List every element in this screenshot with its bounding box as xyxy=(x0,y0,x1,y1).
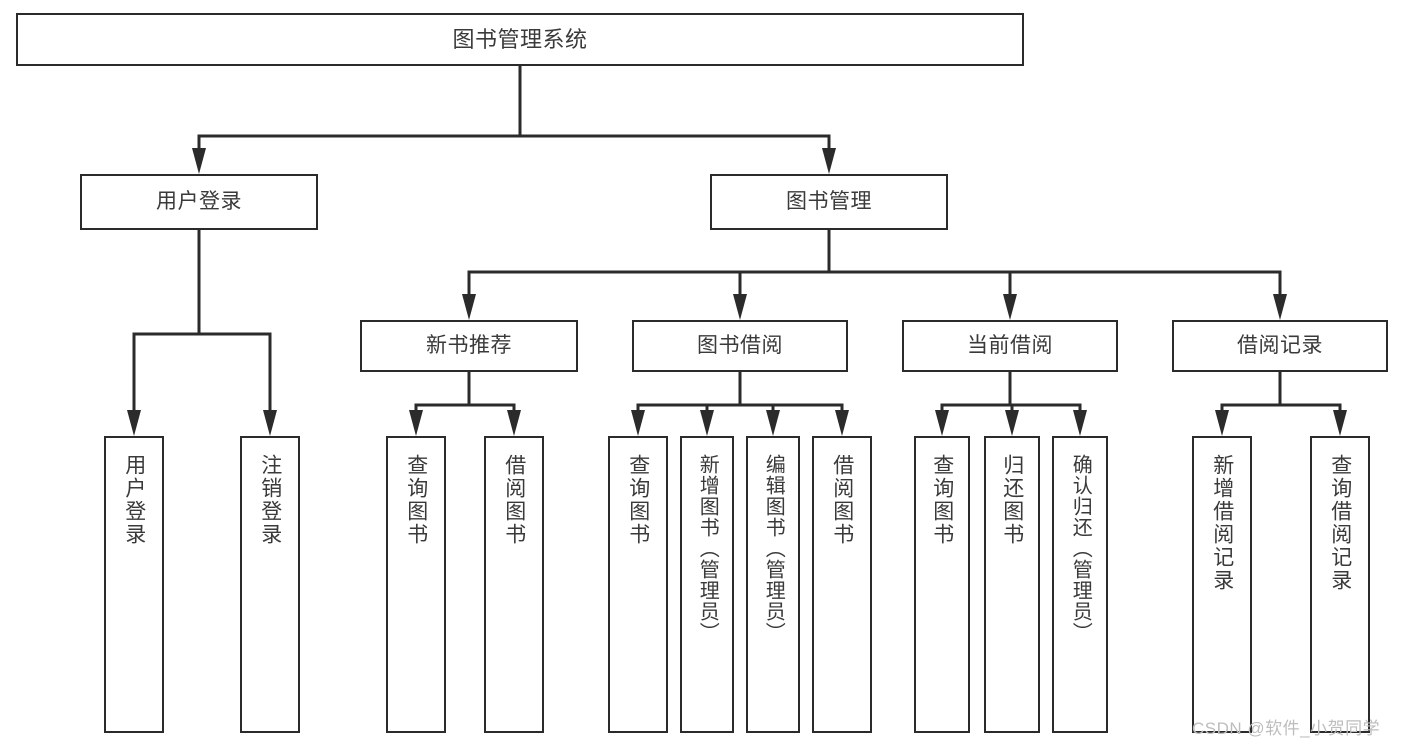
node-label: 编辑图书（管理员） xyxy=(762,454,785,643)
node-label: 查询借阅记录 xyxy=(1328,454,1352,592)
arrowhead-newbook-to-leaves-0 xyxy=(409,410,423,436)
node-label: 借阅图书 xyxy=(502,454,526,546)
arrowhead-userlogin-to-leaves-0 xyxy=(127,410,141,436)
arrowhead-userlogin-to-leaves-1 xyxy=(263,410,277,436)
node-borrow-record[interactable]: 借阅记录 xyxy=(1172,320,1388,372)
node-leaf-query-book-borrow[interactable]: 查询图书 xyxy=(608,436,668,733)
arrowhead-bookmanage-to-level2-2 xyxy=(1003,294,1017,320)
node-leaf-confirm-return[interactable]: 确认归还（管理员） xyxy=(1052,436,1108,733)
node-label: 借阅图书 xyxy=(830,454,854,546)
node-new-book-recommend[interactable]: 新书推荐 xyxy=(360,320,578,372)
node-user-login[interactable]: 用户登录 xyxy=(80,174,318,230)
arrowhead-borrowrecord-to-leaves-1 xyxy=(1333,410,1347,436)
node-label: 查询图书 xyxy=(930,454,954,546)
arrowhead-currentborrow-to-leaves-1 xyxy=(1005,410,1019,436)
arrowhead-bookborrow-to-leaves-0 xyxy=(631,410,645,436)
node-label: 新增图书（管理员） xyxy=(696,454,719,643)
arrowhead-bookmanage-to-level2-1 xyxy=(733,294,747,320)
node-label: 注销登录 xyxy=(258,454,282,546)
node-book-borrow[interactable]: 图书借阅 xyxy=(632,320,848,372)
node-leaf-borrow-book-rec[interactable]: 借阅图书 xyxy=(484,436,544,733)
node-label: 新书推荐 xyxy=(426,333,512,357)
arrowhead-currentborrow-to-leaves-2 xyxy=(1073,410,1087,436)
node-label: 用户登录 xyxy=(156,189,242,213)
arrowhead-bookmanage-to-level2-3 xyxy=(1273,294,1287,320)
node-leaf-add-record[interactable]: 新增借阅记录 xyxy=(1192,436,1252,733)
node-book-manage[interactable]: 图书管理 xyxy=(710,174,948,230)
csdn-watermark: CSDN @软件_小贺同学 xyxy=(1192,719,1381,738)
arrowhead-currentborrow-to-leaves-0 xyxy=(935,410,949,436)
node-leaf-user-login[interactable]: 用户登录 xyxy=(104,436,164,733)
arrowhead-bookmanage-to-level2-0 xyxy=(462,294,476,320)
arrowhead-bookborrow-to-leaves-3 xyxy=(835,410,849,436)
node-label: 借阅记录 xyxy=(1237,333,1323,357)
node-label: 图书管理 xyxy=(786,189,872,213)
node-label: 确认归还（管理员） xyxy=(1069,454,1092,643)
node-root[interactable]: 图书管理系统 xyxy=(16,13,1024,66)
node-label: 新增借阅记录 xyxy=(1210,454,1234,592)
node-label: 用户登录 xyxy=(122,454,146,546)
arrowhead-bookborrow-to-leaves-1 xyxy=(700,410,714,436)
node-leaf-logout[interactable]: 注销登录 xyxy=(240,436,300,733)
node-label: 图书借阅 xyxy=(697,333,783,357)
node-label: 归还图书 xyxy=(1000,454,1024,546)
arrowhead-root-to-level1-1 xyxy=(822,148,836,174)
node-leaf-borrow-book[interactable]: 借阅图书 xyxy=(812,436,872,733)
node-label: 图书管理系统 xyxy=(452,26,588,52)
node-leaf-edit-book[interactable]: 编辑图书（管理员） xyxy=(746,436,800,733)
arrowhead-root-to-level1-0 xyxy=(192,148,206,174)
node-leaf-add-book[interactable]: 新增图书（管理员） xyxy=(680,436,734,733)
node-current-borrow[interactable]: 当前借阅 xyxy=(902,320,1118,372)
node-label: 查询图书 xyxy=(404,454,428,546)
node-leaf-query-record[interactable]: 查询借阅记录 xyxy=(1310,436,1370,733)
node-label: 当前借阅 xyxy=(967,333,1053,357)
arrowhead-bookborrow-to-leaves-2 xyxy=(766,410,780,436)
node-leaf-return-book[interactable]: 归还图书 xyxy=(984,436,1040,733)
node-label: 查询图书 xyxy=(626,454,650,546)
arrowhead-borrowrecord-to-leaves-0 xyxy=(1215,410,1229,436)
node-leaf-query-book-current[interactable]: 查询图书 xyxy=(914,436,970,733)
arrowhead-newbook-to-leaves-1 xyxy=(507,410,521,436)
node-leaf-query-book-rec[interactable]: 查询图书 xyxy=(386,436,446,733)
